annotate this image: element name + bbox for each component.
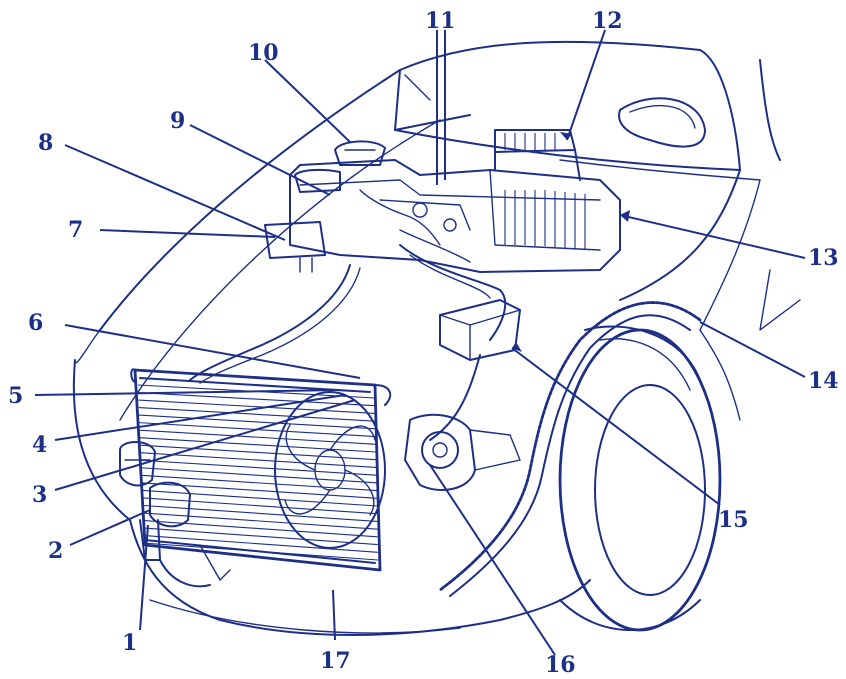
condenser-fin-line [141, 497, 378, 515]
condenser-fin-line [141, 482, 377, 499]
compressor [404, 413, 521, 491]
condenser-fin-line [142, 534, 378, 553]
condenser-fin-line [138, 399, 376, 414]
callout-10: 10 [248, 40, 279, 66]
condenser-fin-line [142, 519, 378, 538]
callout-9: 9 [170, 108, 185, 134]
leader-3 [54, 399, 356, 491]
leader-10 [264, 59, 351, 143]
leader-15 [511, 347, 721, 506]
leader-1 [139, 524, 149, 631]
callout-13: 13 [808, 245, 839, 271]
callout-labels: 1 2 3 4 5 6 7 8 9 10 11 12 13 14 15 16 1… [8, 8, 839, 678]
reservoir [439, 299, 521, 361]
condenser-fins [137, 384, 379, 561]
callout-17: 17 [320, 648, 351, 674]
callout-1: 1 [122, 630, 137, 656]
leader-16 [429, 464, 556, 656]
condenser-fin-line [139, 444, 377, 461]
leader-2 [69, 509, 151, 546]
leader-5 [34, 389, 341, 396]
ac-lines [189, 244, 507, 441]
condenser-fin-line [138, 391, 376, 407]
front-wheel [558, 325, 722, 632]
fan-assembly [274, 391, 386, 549]
left-components [119, 441, 231, 588]
condenser-fin-line [141, 504, 378, 522]
callout-4: 4 [32, 432, 47, 458]
condenser-fin-line [140, 459, 377, 476]
condenser-fin-line [140, 452, 377, 468]
leader-17 [332, 589, 336, 641]
callout-15: 15 [718, 507, 749, 533]
condenser-fin-line [141, 489, 378, 507]
leader-7 [99, 229, 276, 238]
condenser-fin-line [142, 512, 378, 530]
leader-lines [34, 29, 806, 656]
leader-8 [64, 144, 286, 241]
evaporator-fins [504, 190, 586, 250]
callout-12: 12 [592, 8, 623, 34]
leader-12 [566, 29, 606, 141]
callout-3: 3 [32, 482, 47, 508]
callout-11: 11 [425, 8, 456, 34]
callout-14: 14 [808, 368, 839, 394]
condenser-fin-line [140, 467, 377, 484]
leader-13 [619, 214, 806, 259]
callout-8: 8 [38, 130, 53, 156]
callout-7: 7 [68, 217, 83, 243]
leader-6 [64, 324, 361, 379]
callout-2: 2 [48, 538, 63, 564]
wiring-harness [438, 301, 702, 597]
car-body-outline [72, 40, 801, 636]
condenser-fin-line [142, 527, 378, 546]
callout-6: 6 [28, 310, 43, 336]
condenser-fin-line [138, 414, 376, 430]
condenser-fin-line [138, 407, 376, 422]
leader-14 [699, 321, 806, 378]
leader-9 [189, 124, 331, 196]
callout-16: 16 [545, 652, 576, 678]
heater-assembly [264, 129, 621, 273]
callout-5: 5 [8, 383, 23, 409]
condenser [130, 368, 392, 572]
condenser-fin-line [139, 437, 377, 453]
leader-4 [54, 394, 346, 441]
